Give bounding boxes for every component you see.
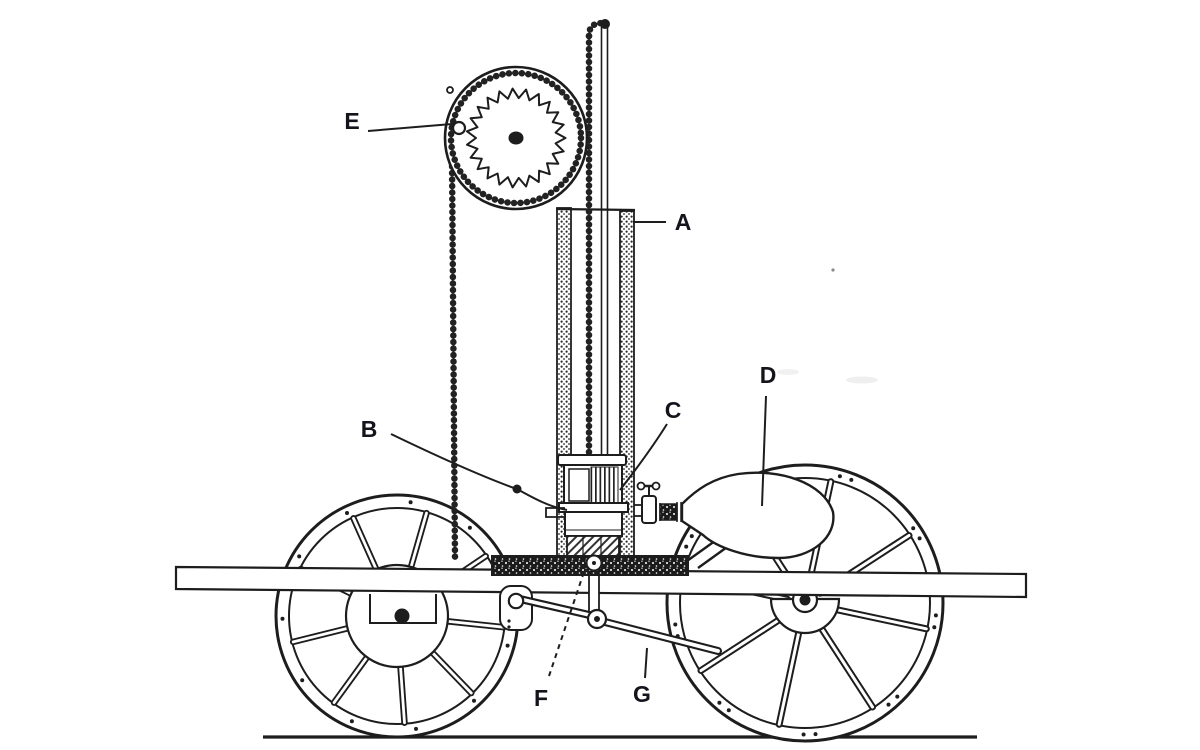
leader-e [367,123,453,132]
cylinder-base [566,535,620,558]
axle-hub [508,131,524,145]
label-f: F [534,685,548,711]
leader-g [644,647,648,679]
leader-f [548,562,588,677]
beam-bar [174,565,1028,599]
pipe-coupling [659,503,678,521]
engine-cylinder [491,454,689,576]
valve-body [641,495,657,524]
tank-body [680,471,835,560]
valve-handle [636,481,646,491]
cylinder-barrel [564,511,623,537]
label-b: B [361,416,378,442]
control-linkage [499,565,722,655]
label-g: G [633,681,651,707]
label-e: E [344,108,359,134]
cylinder-mid-flange [558,502,629,513]
bracket-pivot [507,592,525,610]
drive-chain [448,156,459,561]
annotations: A B C D E F G [344,108,776,711]
cylinder-top-flange [557,454,627,466]
ignition-wire [390,433,568,511]
sprocket-flywheel [443,65,589,211]
label-a: A [675,209,692,235]
frame-beam [174,565,1028,599]
front-wheel [274,493,520,739]
leader-c [619,423,668,491]
label-d: D [760,362,777,388]
chain-link-e [451,120,467,136]
label-c: C [665,397,682,423]
rod-cap [600,19,610,29]
fuel-tank [680,471,835,569]
valve-and-pipes [634,481,682,524]
cylinder-tower [555,19,636,558]
paper-marks [777,268,878,384]
leader-d [761,395,767,507]
